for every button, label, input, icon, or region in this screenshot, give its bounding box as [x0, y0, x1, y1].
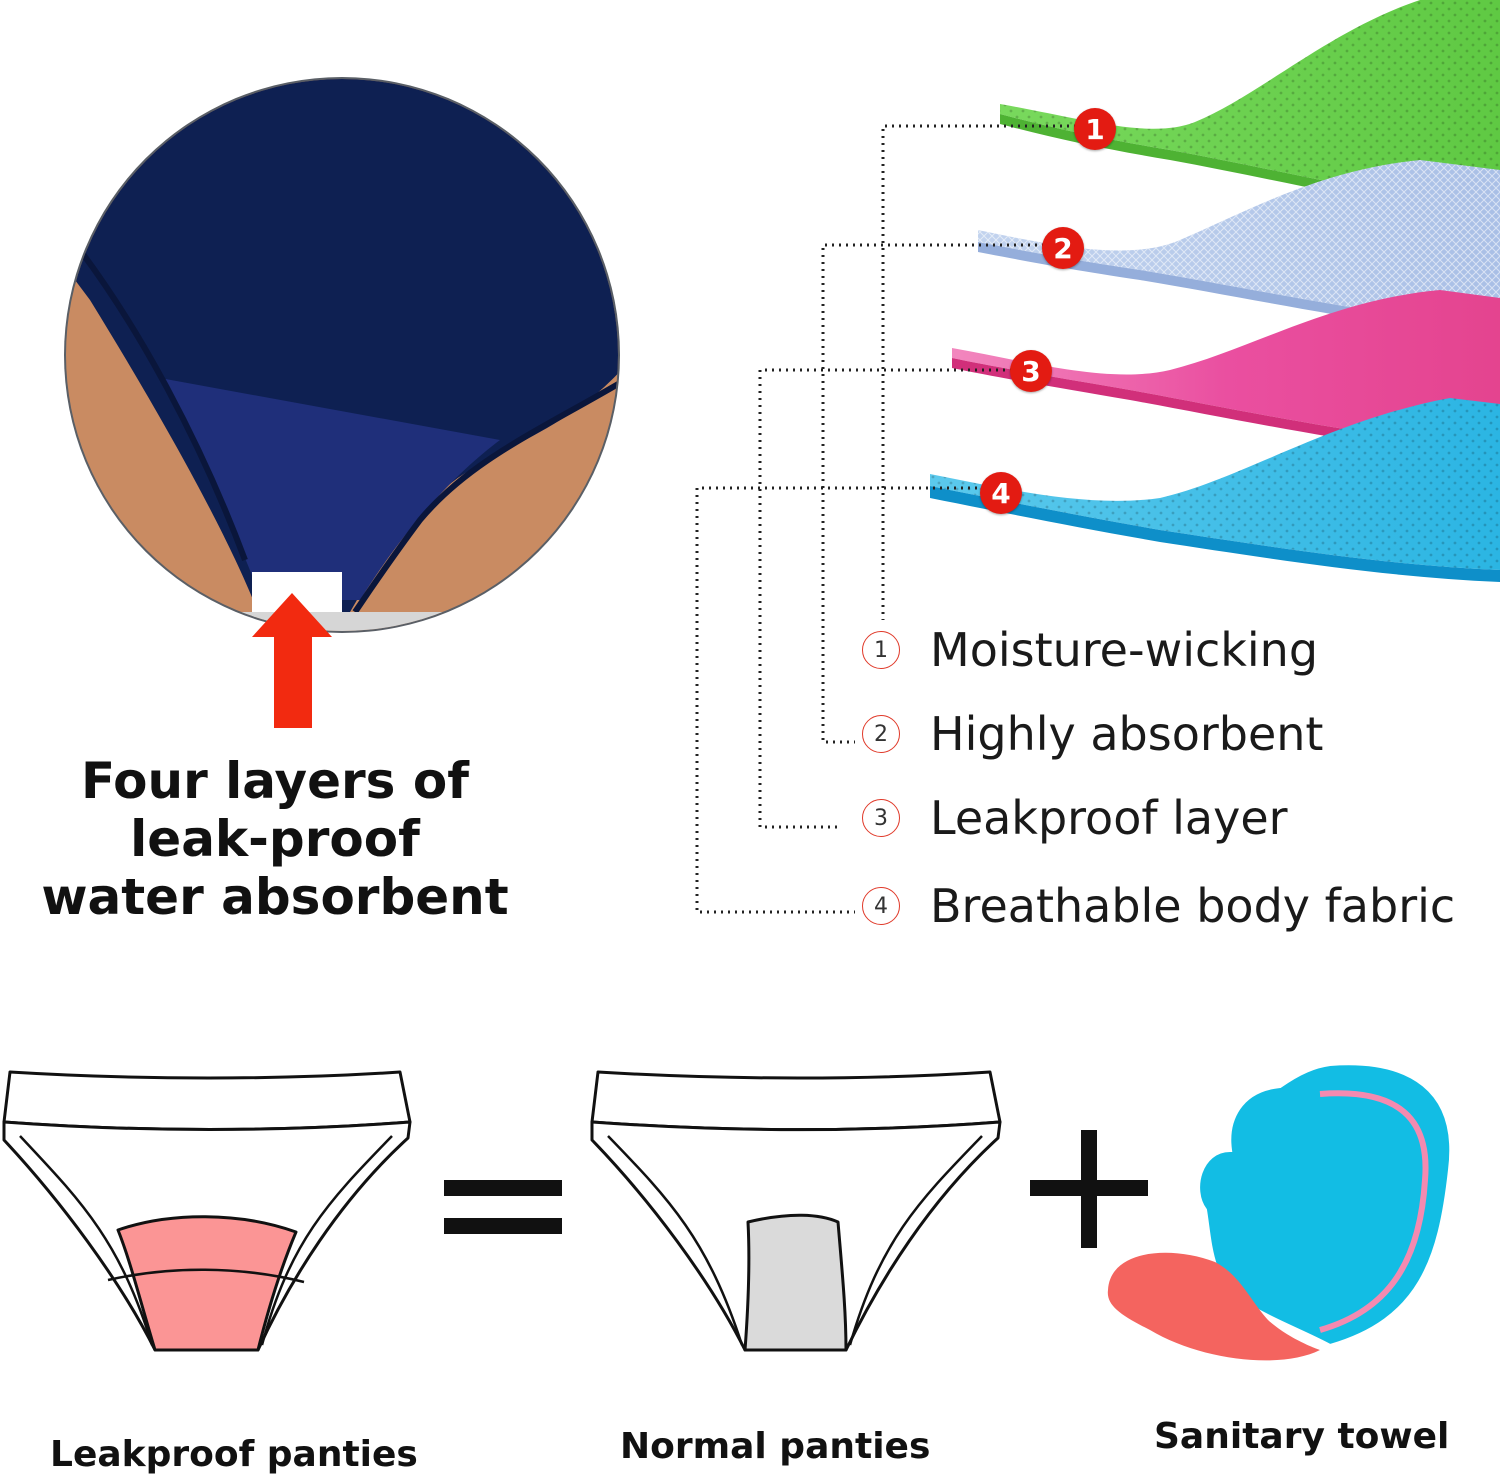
caption-sanitary-towel: Sanitary towel [1154, 1416, 1450, 1457]
normal-panties-icon [590, 1070, 1002, 1352]
legend-label-4: Breathable body fabric [930, 879, 1456, 933]
connector-4 [695, 486, 984, 914]
sanitary-towel-icon [1107, 1061, 1454, 1361]
legend-label-2: Highly absorbent [930, 707, 1324, 761]
plus-icon [1030, 1130, 1148, 1248]
leakproof-panties-icon [2, 1070, 412, 1352]
connector-2 [821, 243, 1044, 744]
up-arrow-icon [252, 593, 332, 728]
caption-leakproof-panties: Leakproof panties [50, 1434, 418, 1475]
headline-line-3: water absorbent [41, 868, 509, 926]
caption-normal-panties: Normal panties [620, 1426, 931, 1467]
headline-line-1: Four layers of [81, 752, 469, 810]
legend-number-3: 3 [862, 799, 900, 837]
legend-item-2: 2 Highly absorbent [862, 704, 1323, 764]
connector-1 [881, 124, 1076, 620]
legend-label-3: Leakproof layer [930, 791, 1288, 845]
layer-badge-1: 1 [1074, 108, 1116, 150]
equals-icon [444, 1180, 562, 1234]
legend-item-3: 3 Leakproof layer [862, 788, 1288, 848]
headline: Four layers of leak-proof water absorben… [20, 752, 530, 926]
headline-line-2: leak-proof [130, 810, 420, 868]
layer-connectors [695, 124, 1076, 914]
layer-badge-4: 4 [980, 472, 1022, 514]
legend-item-1: 1 Moisture-wicking [862, 620, 1318, 680]
legend-number-2: 2 [862, 715, 900, 753]
connector-3 [758, 368, 1012, 829]
legend-number-1: 1 [862, 631, 900, 669]
legend-label-1: Moisture-wicking [930, 623, 1319, 677]
product-closeup-photo [64, 77, 620, 633]
layer-badge-3: 3 [1010, 350, 1052, 392]
legend-item-4: 4 Breathable body fabric [862, 876, 1455, 936]
layer-badge-2: 2 [1042, 227, 1084, 269]
legend-number-4: 4 [862, 887, 900, 925]
layer-sheet-4 [930, 398, 1500, 582]
